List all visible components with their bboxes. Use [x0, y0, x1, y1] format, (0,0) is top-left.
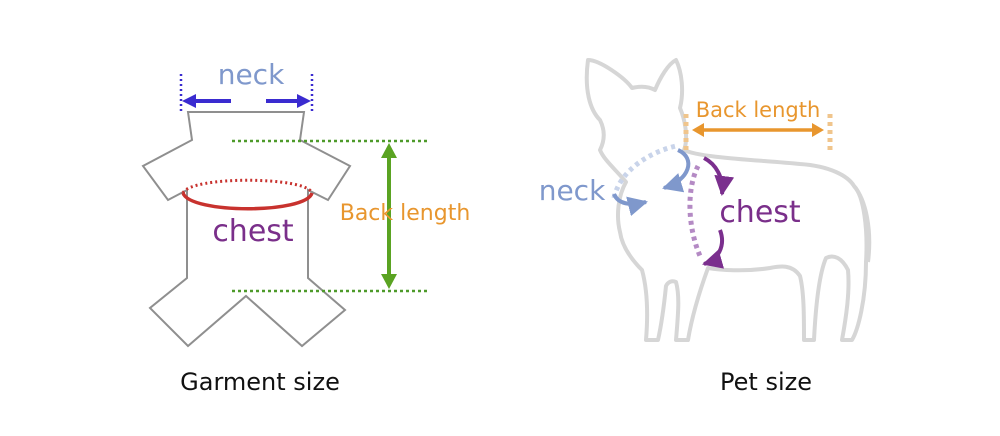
garment-chest-label: chest [212, 214, 294, 249]
back-length-arrowhead-bottom [381, 274, 397, 289]
garment-back-length-label: Back length [340, 201, 471, 226]
pet-chest-arrow-bottom [702, 229, 725, 269]
pet-back-length-arrowhead-right [812, 123, 824, 137]
pet-back-length-arrowhead-left [692, 123, 704, 137]
garment-size-caption: Garment size [180, 368, 340, 396]
pet-neck-dotted-arc [611, 143, 677, 199]
garment-chest-dotted-arc [181, 178, 314, 194]
garment-neck-label: neck [218, 58, 285, 91]
dog-tail [852, 184, 872, 263]
pet-size-caption: Pet size [720, 368, 812, 396]
pet-neck-label: neck [539, 174, 606, 207]
pet-back-length-label: Back length [696, 98, 821, 122]
dog-silhouette [584, 58, 869, 342]
neck-left-arrowhead [182, 94, 196, 108]
pet-chest-label: chest [719, 195, 801, 230]
pet-neck-arrow-right [662, 148, 691, 193]
garment-chest-line [181, 191, 314, 211]
back-length-arrowhead-top [381, 143, 397, 158]
garment-figure: neck chest Back length Garment size [141, 58, 471, 396]
pet-figure: Back length neck chest Pet size [539, 58, 872, 396]
pet-chest-arrow-top [702, 156, 735, 196]
pet-neck-arrow-left [612, 193, 648, 217]
neck-right-arrowhead [297, 94, 311, 108]
garment-outline [141, 111, 352, 348]
pet-chest-dotted-line [687, 164, 703, 257]
